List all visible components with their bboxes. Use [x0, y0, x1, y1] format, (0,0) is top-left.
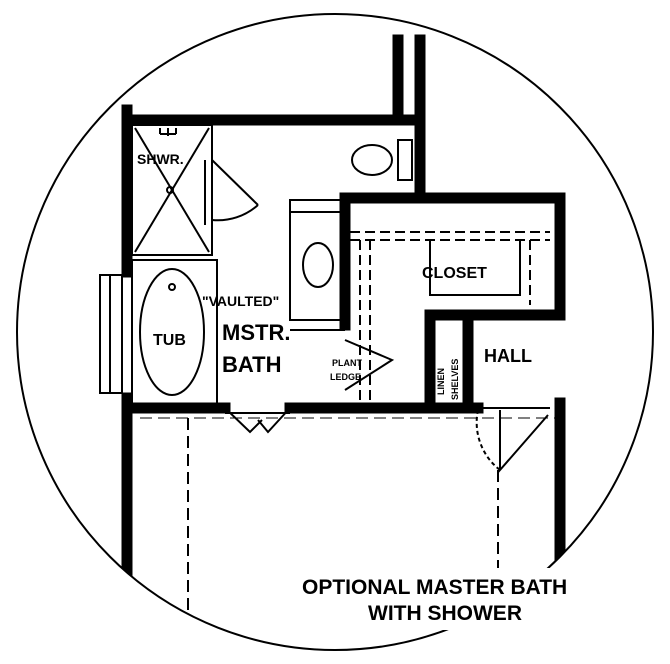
bathtub — [131, 259, 218, 406]
walls — [121, 34, 566, 586]
label-hall: HALL — [484, 346, 532, 366]
label-ledge: LEDGE — [330, 372, 361, 382]
room-labels: SHWR. TUB "VAULTED" MSTR. BATH PLANT LED… — [137, 151, 532, 400]
label-shower: SHWR. — [137, 151, 184, 167]
label-linen: LINEN — [436, 368, 446, 395]
label-plant: PLANT — [332, 358, 362, 368]
vanity — [289, 199, 343, 321]
fixtures — [99, 124, 560, 620]
label-shelves: SHELVES — [450, 359, 460, 400]
label-closet: CLOSET — [422, 265, 487, 282]
caption-line-2: WITH SHOWER — [368, 602, 522, 625]
label-vaulted: "VAULTED" — [202, 293, 279, 309]
caption: OPTIONAL MASTER BATH WITH SHOWER — [295, 568, 630, 630]
label-bath: BATH — [222, 352, 281, 377]
label-mstr: MSTR. — [222, 320, 290, 345]
detail-circle — [16, 13, 654, 651]
toilet — [351, 144, 393, 176]
label-tub: TUB — [153, 332, 186, 349]
sink-icon — [302, 242, 334, 288]
caption-line-1: OPTIONAL MASTER BATH — [302, 576, 567, 599]
